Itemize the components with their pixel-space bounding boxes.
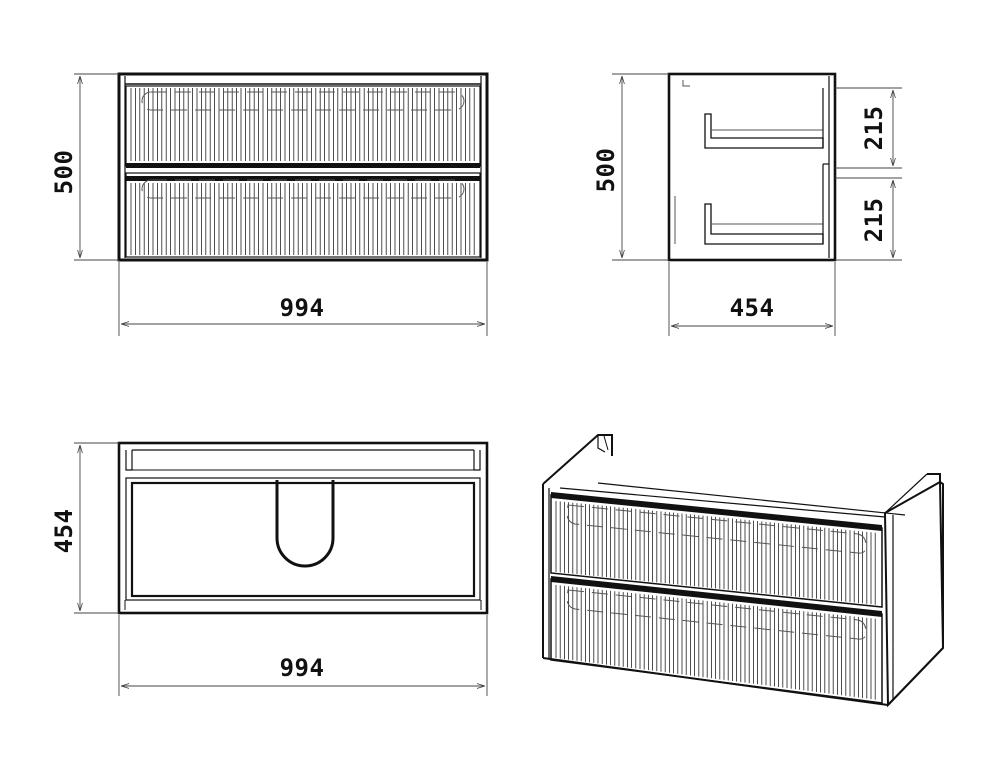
top-width-label: 994	[280, 654, 325, 682]
iso-drawer-upper	[550, 492, 883, 608]
front-drawer-upper	[125, 85, 481, 168]
top-width-dimension: 994	[118, 615, 488, 696]
front-view: 500 994	[50, 72, 489, 336]
side-height-label: 500	[592, 148, 620, 193]
side-height-dimension: 500	[592, 73, 669, 261]
side-drawer-bottom-label: 215	[860, 198, 888, 243]
isometric-view	[542, 434, 945, 708]
top-body-outline	[117, 441, 489, 615]
front-drawer-upper-flutes	[130, 88, 475, 161]
iso-drawer-lower	[550, 576, 883, 704]
top-depth-dimension: 454	[50, 442, 119, 614]
front-drawer-lower-flutes	[130, 183, 475, 255]
top-depth-label: 454	[50, 509, 78, 554]
siphon-cutout	[275, 480, 335, 568]
front-height-label: 500	[50, 150, 78, 195]
side-drawer-upper	[704, 88, 824, 149]
side-view: 500 215 215 454	[592, 72, 902, 336]
side-depth-dimension: 454	[668, 262, 836, 336]
side-drawer-top-label: 215	[860, 106, 888, 151]
front-width-dimension: 994	[118, 262, 488, 336]
front-height-dimension: 500	[50, 73, 119, 261]
front-drawer-lower	[125, 172, 481, 258]
iso-drawer-upper-flutes	[555, 501, 876, 605]
side-body-outline	[667, 72, 837, 262]
top-view: 454 994	[50, 441, 489, 696]
front-width-label: 994	[280, 294, 325, 322]
iso-drawer-lower-flutes	[555, 585, 876, 700]
side-drawer-dimensions: 215 215	[835, 87, 902, 261]
side-drawer-lower	[704, 163, 829, 245]
side-depth-label: 454	[730, 294, 775, 322]
front-body-outline	[117, 72, 489, 262]
